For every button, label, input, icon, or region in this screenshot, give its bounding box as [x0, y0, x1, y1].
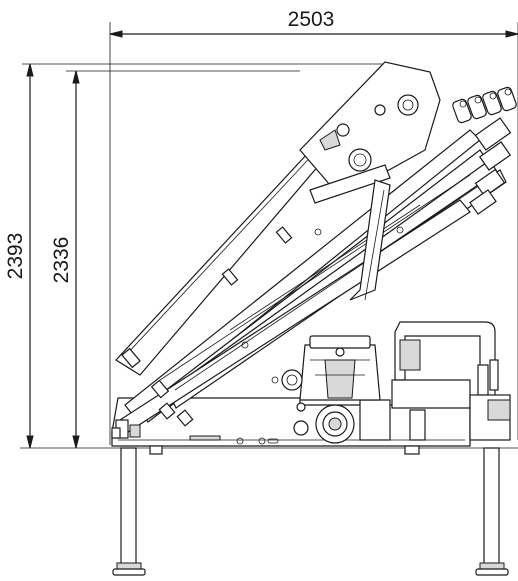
width-dimension: 2503 [109, 8, 518, 445]
slewing-drum [315, 399, 391, 444]
crane-column [281, 335, 381, 401]
boom-brackets [121, 226, 404, 427]
right-stabilizer-leg [475, 447, 509, 576]
telescopic-extensions [119, 129, 507, 433]
control-station [391, 321, 511, 441]
extension-tips [452, 86, 517, 215]
boom-root-fittings [111, 419, 141, 439]
width-dimension-label: 2503 [288, 8, 335, 31]
outer-height-label: 2393 [4, 233, 27, 280]
outer-height-dimension: 2393 [4, 63, 390, 449]
lift-cylinder [309, 164, 391, 301]
inner-height-label: 2336 [50, 237, 73, 284]
boom-head [299, 61, 441, 186]
inner-height-dimension: 2336 [50, 70, 300, 449]
left-stabilizer-leg [112, 447, 146, 576]
